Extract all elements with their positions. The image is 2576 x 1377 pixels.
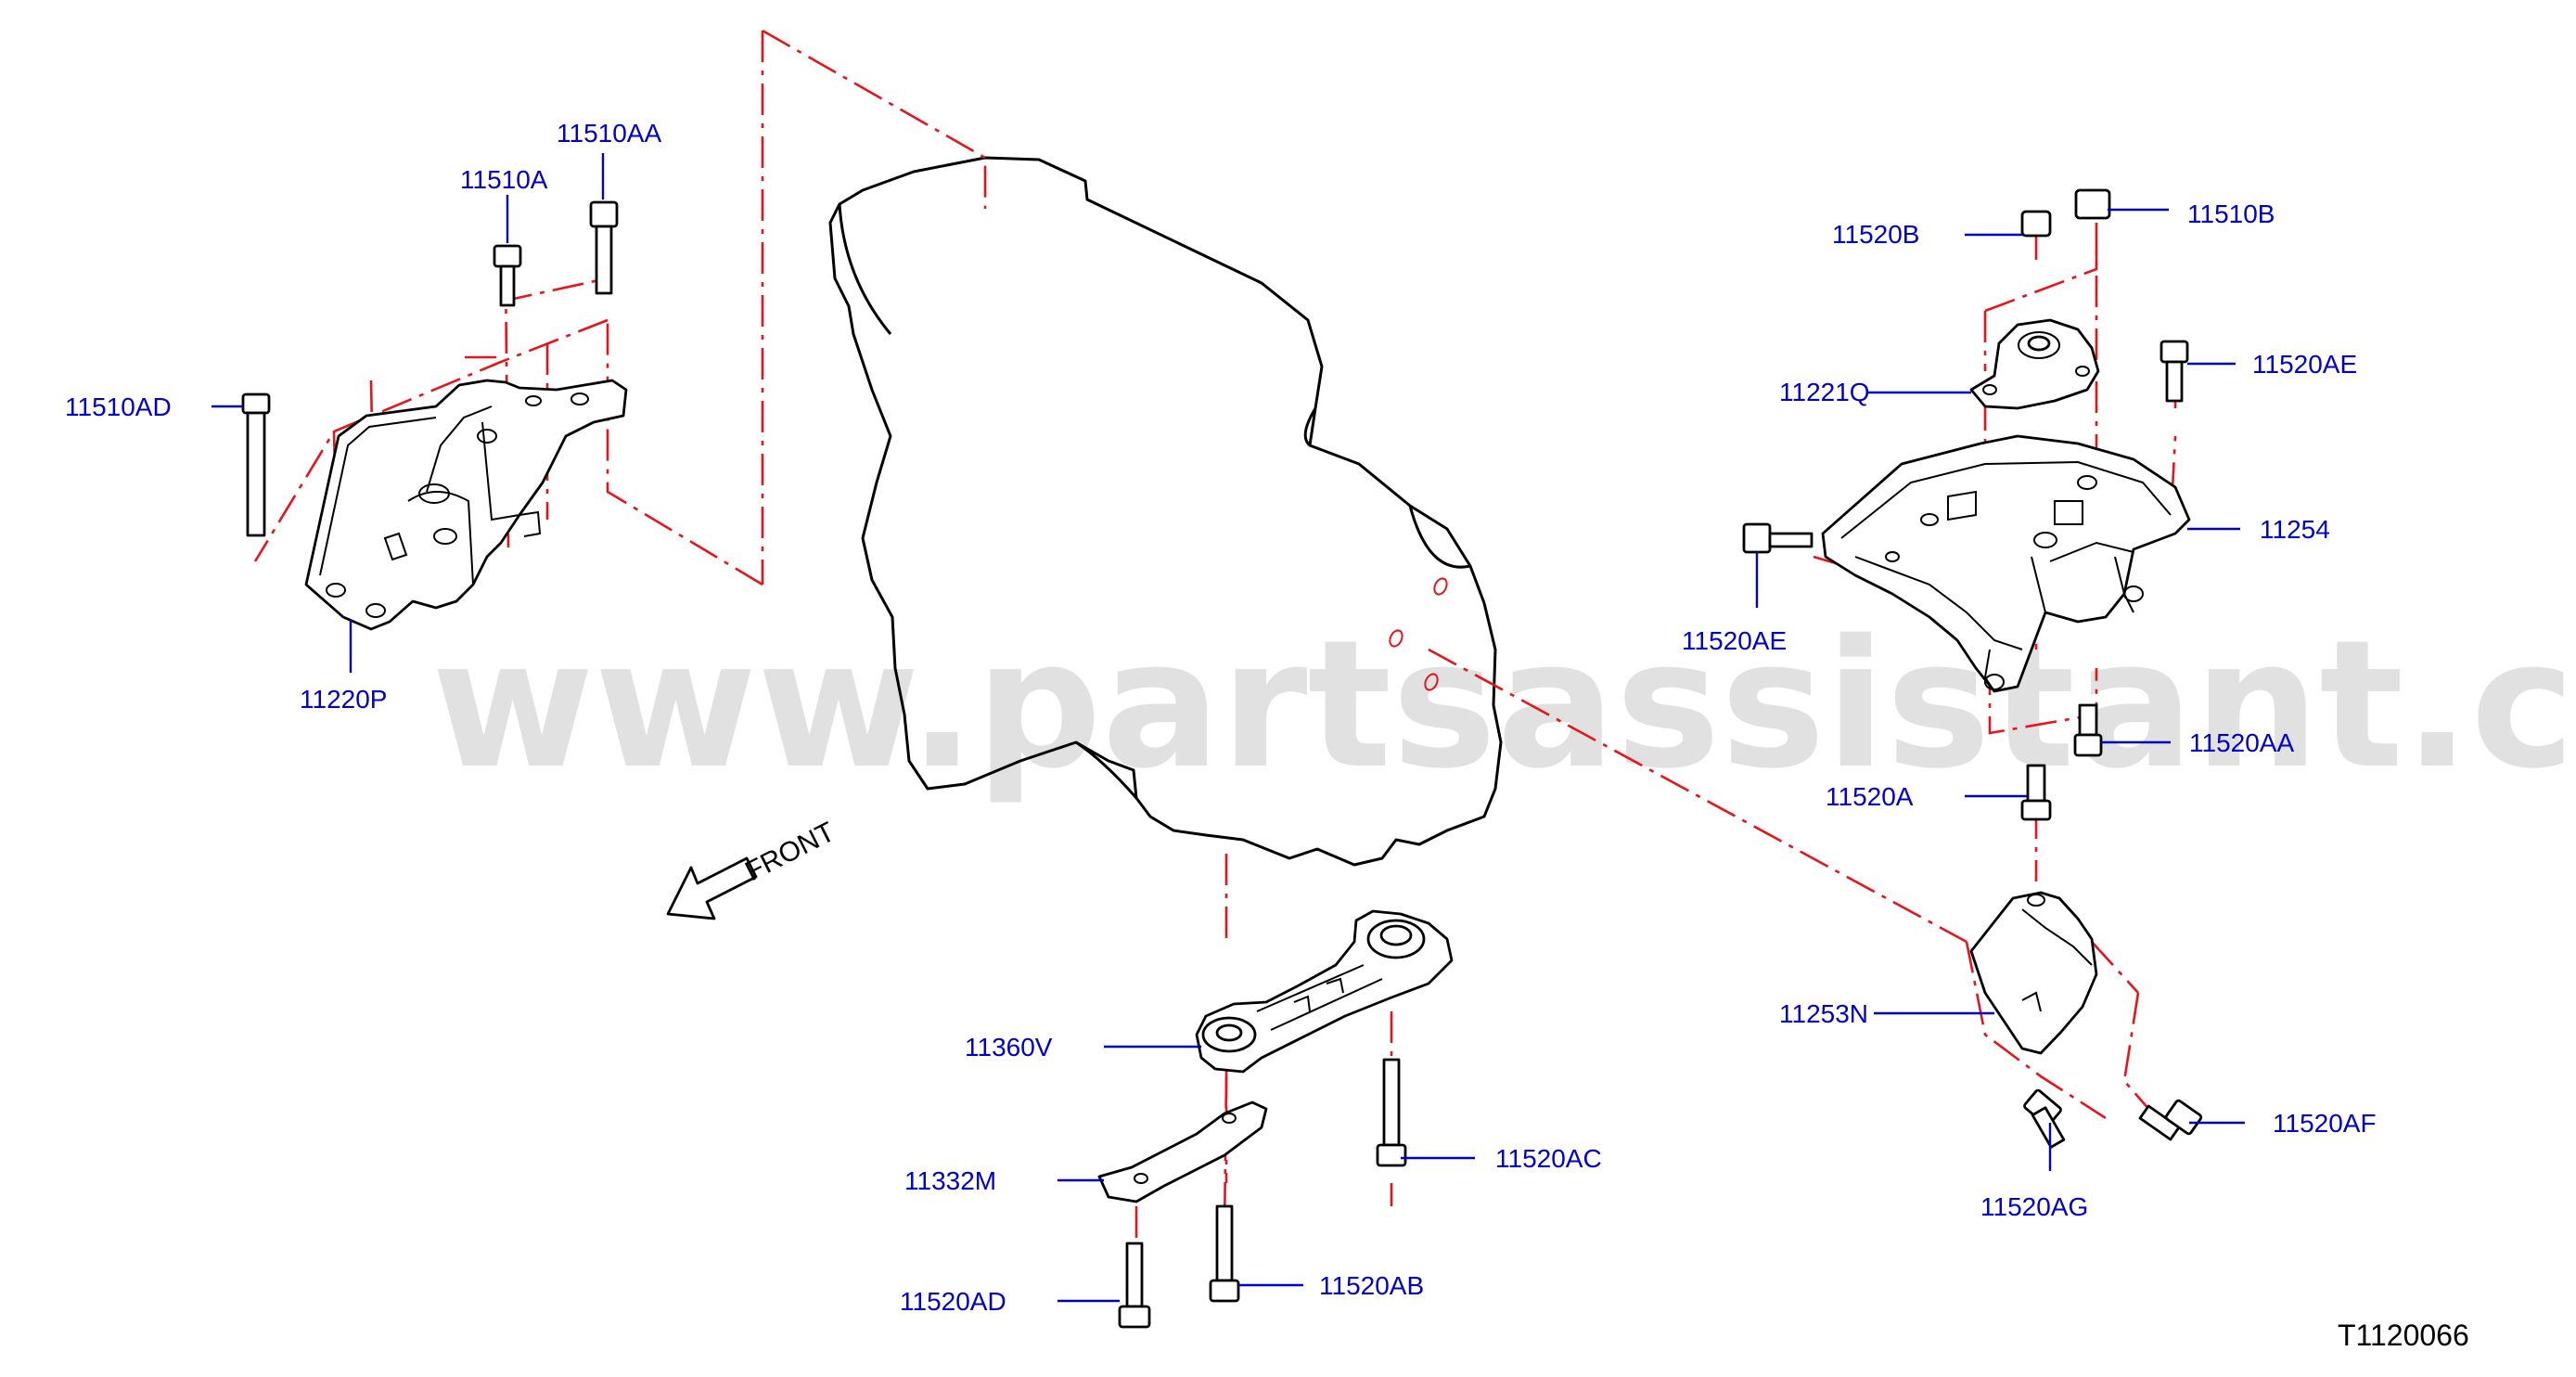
bolt-11520AA	[2073, 703, 2103, 757]
bolt-11520AF	[2138, 1099, 2203, 1141]
label-11510A: 11510A	[460, 165, 548, 194]
bolt-11520AE-right	[2159, 340, 2189, 403]
label-11520B: 11520B	[1832, 220, 1919, 249]
label-11510AD: 11510AD	[65, 393, 172, 421]
bolt-11520AB	[1209, 1204, 1240, 1303]
label-11220P: 11220P	[300, 685, 387, 714]
label-11520AC: 11520AC	[1495, 1144, 1602, 1173]
label-11520AD: 11520AD	[900, 1287, 1006, 1316]
bolt-11510A	[493, 244, 522, 307]
label-11520A: 11520A	[1826, 782, 1914, 811]
engine-block-outline	[828, 156, 1503, 867]
nut-11520B	[2020, 210, 2052, 238]
label-11510B: 11510B	[2187, 199, 2275, 228]
leader-lines	[211, 153, 2245, 1303]
bracket-11332M	[1097, 1100, 1268, 1203]
bolt-11520AD	[1118, 1242, 1151, 1329]
label-11520AE-left: 11520AE	[1682, 626, 1787, 655]
label-11253N: 11253N	[1779, 999, 1868, 1028]
bolt-11520AG	[2023, 1088, 2066, 1149]
bracket-11253N	[1969, 891, 2098, 1055]
part-labels: 11510AA 11510A 11510AD 11220P 11520B 115…	[65, 119, 2377, 1316]
label-11510AA: 11510AA	[557, 119, 661, 148]
label-11360V: 11360V	[965, 1033, 1053, 1062]
label-11520AE-right: 11520AE	[2252, 350, 2357, 379]
stud-11520A	[2020, 764, 2052, 821]
label-11254: 11254	[2260, 515, 2330, 544]
bracket-11254	[1821, 434, 2191, 693]
bolt-11520AE-left	[1742, 522, 1813, 554]
nut-11510B	[2074, 188, 2111, 220]
bolt-11510AD	[241, 393, 271, 537]
label-11520AB: 11520AB	[1319, 1271, 1424, 1300]
label-11332M: 11332M	[904, 1166, 996, 1195]
bolt-11520AC	[1376, 1058, 1407, 1167]
label-11520AF: 11520AF	[2273, 1109, 2377, 1138]
label-11221Q: 11221Q	[1779, 378, 1870, 406]
label-11520AA: 11520AA	[2189, 728, 2294, 757]
label-11520AG: 11520AG	[1980, 1192, 2088, 1221]
left-engine-mount-11220P	[304, 379, 628, 631]
torque-rod-11360V	[1195, 909, 1454, 1074]
insulator-11221Q	[1969, 318, 2100, 410]
front-direction-arrow: FRONT	[666, 817, 839, 920]
bolt-11510AA	[589, 200, 619, 295]
front-label: FRONT	[740, 817, 839, 887]
diagram-reference-code: T1120066	[2338, 1319, 2469, 1352]
watermark: www.partsassistant.com	[431, 602, 2576, 807]
